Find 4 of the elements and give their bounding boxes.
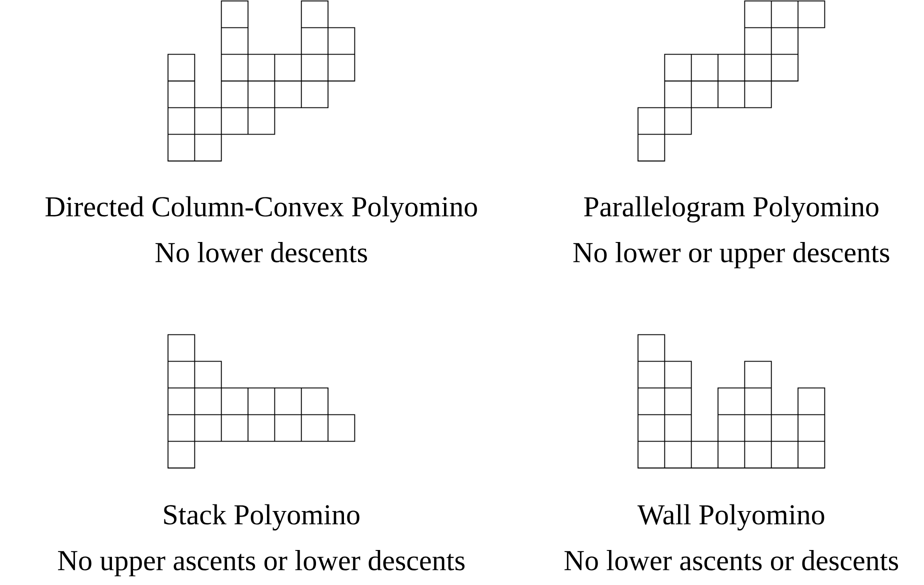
caption: Parallelogram Polyomino No lower or upper descents: [573, 196, 890, 268]
caption: Wall Polyomino No lower ascents or descents: [564, 504, 898, 570]
caption: Stack Polyomino No upper ascents or lower descents: [58, 504, 465, 576]
caption: Directed Column-Convex Polyomino No lower descents: [46, 196, 477, 262]
